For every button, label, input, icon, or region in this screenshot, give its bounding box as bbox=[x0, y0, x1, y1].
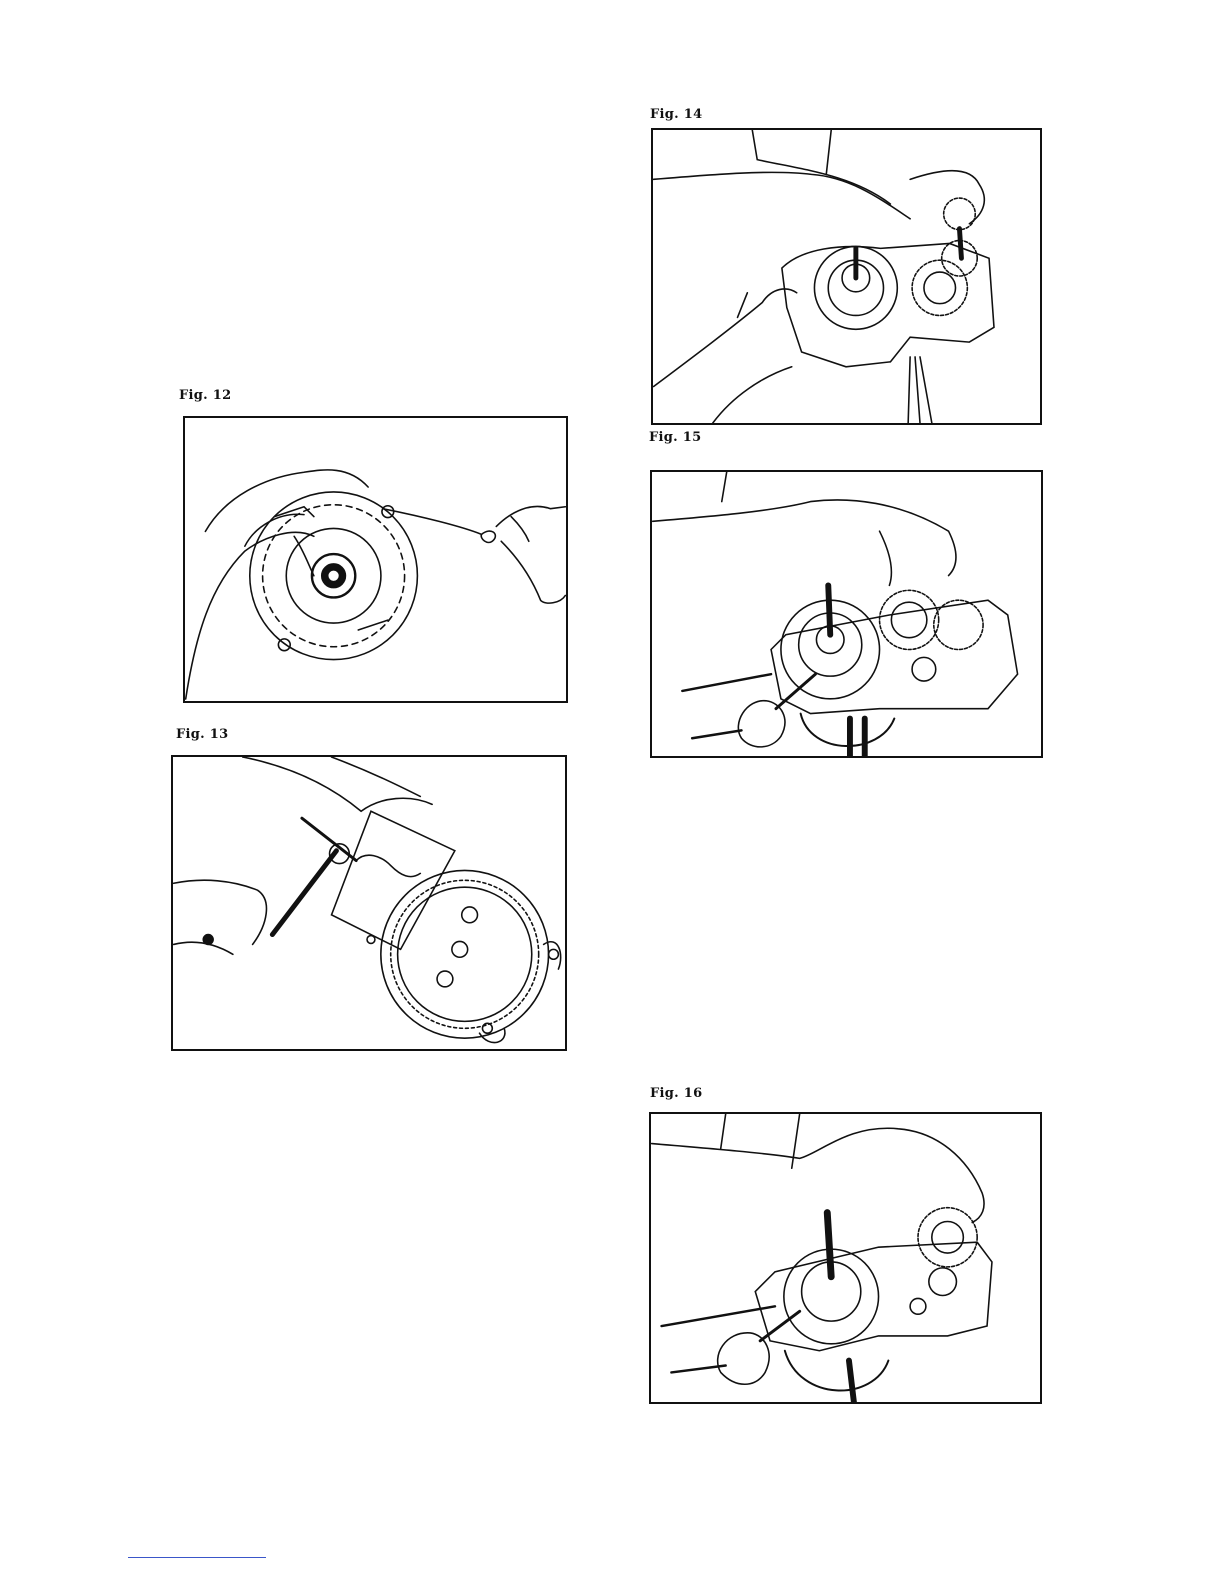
figure-caption-13: Fig. 13 bbox=[176, 727, 229, 742]
figure-16-illustration bbox=[649, 1112, 1042, 1404]
figure-12-illustration bbox=[183, 416, 568, 703]
figure-caption-12: Fig. 12 bbox=[179, 388, 232, 403]
footnote-rule bbox=[128, 1557, 266, 1558]
figure-caption-16: Fig. 16 bbox=[650, 1086, 703, 1101]
figure-15-illustration bbox=[650, 470, 1043, 758]
figure-14-illustration bbox=[651, 128, 1042, 425]
figure-13-illustration bbox=[171, 755, 567, 1051]
figure-caption-15: Fig. 15 bbox=[649, 430, 702, 445]
figure-caption-14: Fig. 14 bbox=[650, 107, 703, 122]
